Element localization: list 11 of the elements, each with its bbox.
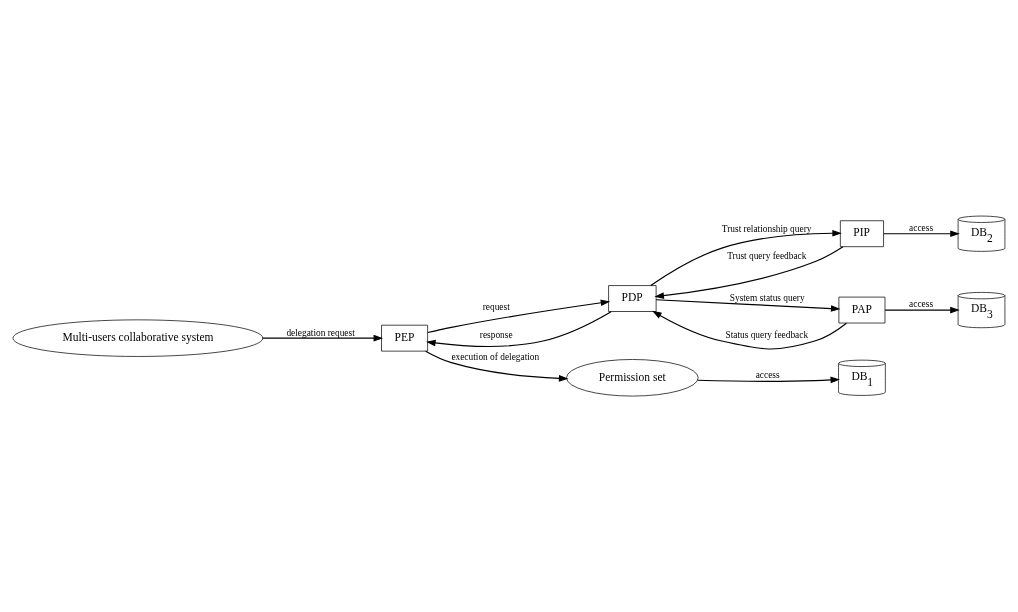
edge-label: access	[909, 223, 934, 234]
edge-label: access	[755, 370, 780, 381]
edge-label: access	[909, 299, 934, 310]
edge-label: System status query	[729, 292, 805, 303]
edge-label: execution of delegation	[451, 352, 540, 363]
edge-label: request	[482, 301, 510, 312]
edge-label: Trust relationship query	[721, 223, 812, 234]
edge-label: Status query feedback	[725, 330, 809, 341]
edge-label: delegation request	[286, 327, 355, 338]
edge-label: response	[479, 330, 513, 341]
edge-label: Trust query feedback	[727, 251, 807, 262]
